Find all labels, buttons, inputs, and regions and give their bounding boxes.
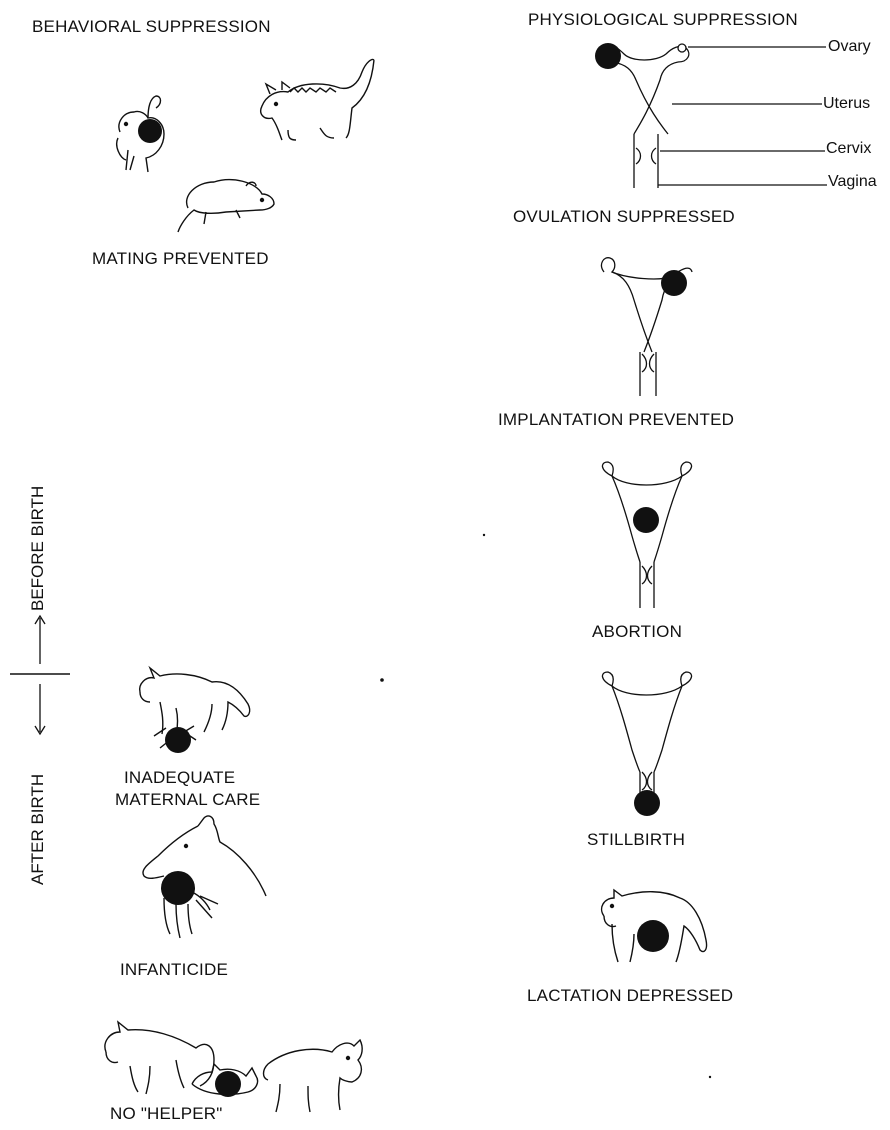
- reproductive-tract-implantation: [602, 258, 692, 396]
- lying-animal-illustration: [178, 180, 274, 232]
- stray-dot: [709, 1076, 711, 1078]
- reproductive-tract-ovulation: [595, 43, 827, 188]
- arched-animal-illustration: [261, 60, 374, 141]
- rodent-sitting-illustration: [117, 96, 164, 172]
- lactating-animal-illustration: [602, 890, 707, 962]
- rat-head-illustration: [143, 816, 266, 938]
- reproductive-tract-stillbirth: [602, 672, 691, 816]
- stray-dot: [483, 534, 485, 536]
- reproductive-tract-abortion: [602, 462, 691, 608]
- stray-dot: [380, 678, 384, 682]
- mother-animal-illustration: [140, 668, 250, 753]
- helper-animals-illustration: [105, 1022, 362, 1112]
- birth-timeline: [10, 616, 70, 734]
